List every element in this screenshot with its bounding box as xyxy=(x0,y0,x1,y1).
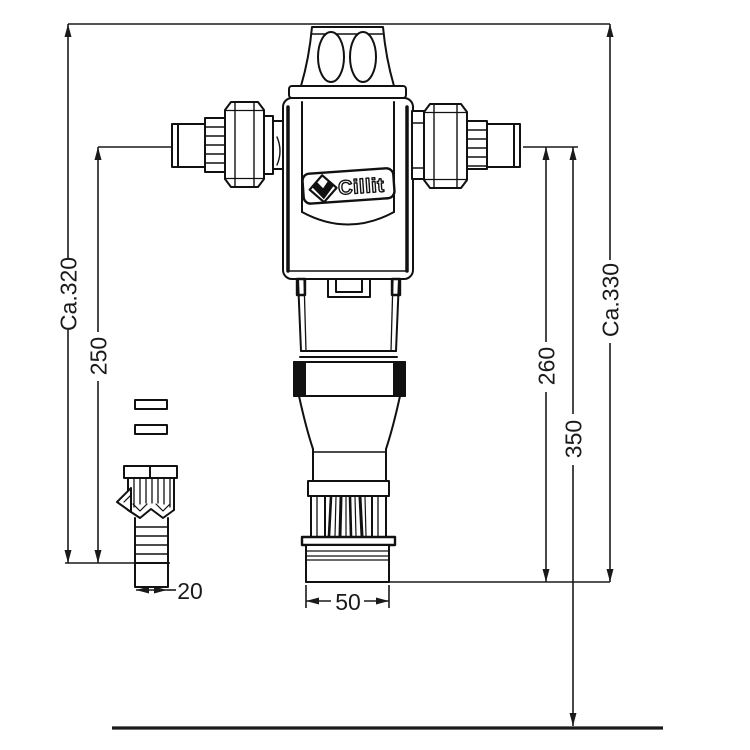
dim-label-overall-left: Ca.320 xyxy=(56,257,82,331)
left-union xyxy=(171,101,284,188)
dim-outlet-width xyxy=(305,585,390,608)
knob xyxy=(288,26,407,99)
filter-device: Cillit xyxy=(116,26,521,588)
dim-label-inlet-right: 260 xyxy=(534,347,560,385)
drain-hose-fitting xyxy=(116,399,178,588)
dimension-lines xyxy=(64,23,614,726)
fitting-clip xyxy=(116,487,132,513)
dim-label-fitting-width: 20 xyxy=(177,578,203,604)
filter-bowl xyxy=(293,277,406,482)
right-union xyxy=(411,103,521,189)
dim-label-inlet-left: 250 xyxy=(86,337,112,375)
dim-label-inlet-to-floor: 350 xyxy=(561,420,587,458)
inlet-union-nut xyxy=(224,101,265,188)
dim-label-overall-right: Ca.330 xyxy=(598,263,624,337)
cillit-logo: Cillit xyxy=(301,167,396,205)
outlet-union-nut xyxy=(423,103,468,189)
outlet-thread-collar xyxy=(466,120,488,170)
brand-name: Cillit xyxy=(337,174,385,199)
inlet-pipe-stub xyxy=(171,123,206,168)
logo-drop-icon xyxy=(319,178,327,186)
logo-check-icon xyxy=(312,180,334,200)
bowl-ring xyxy=(293,361,406,397)
knob-base xyxy=(288,85,407,99)
knob-grip-right xyxy=(349,31,377,83)
dim-label-outlet-width: 50 xyxy=(335,589,361,615)
outlet-pipe-stub xyxy=(486,123,521,168)
knob-grip-left xyxy=(317,31,345,83)
bottom-outlet xyxy=(300,480,397,583)
